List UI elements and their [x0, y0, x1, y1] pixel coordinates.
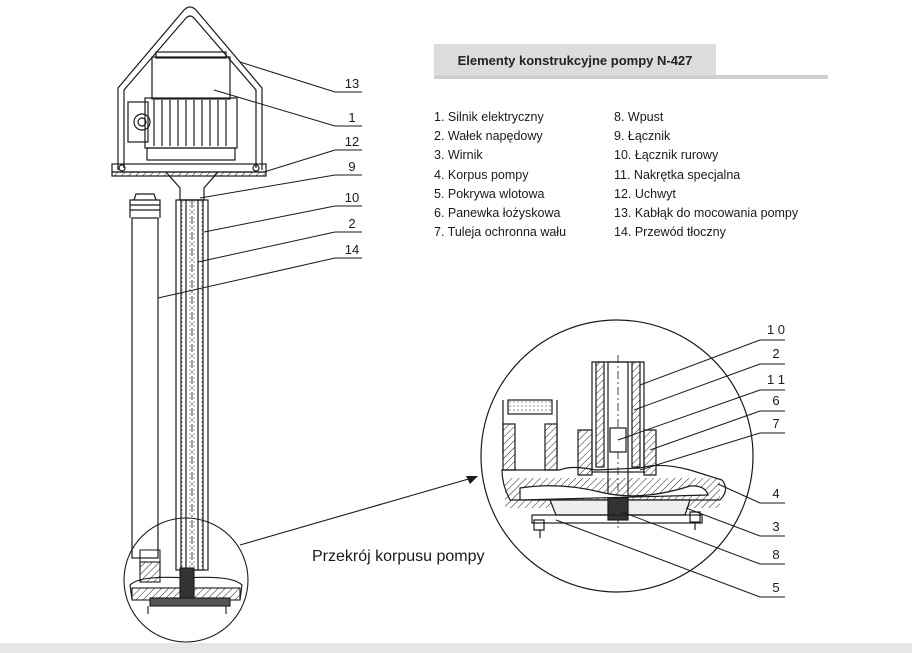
- list-item: 9. Łącznik: [614, 129, 671, 144]
- callout-9: 9: [348, 159, 355, 174]
- pump-body-section-detail: [480, 319, 754, 593]
- callout-12: 12: [345, 134, 359, 149]
- pump-main-view: [111, 6, 267, 590]
- list-item: 5. Pokrywa wlotowa: [434, 186, 545, 201]
- legend-title: Elementy konstrukcyjne pompy N-427: [434, 44, 716, 78]
- list-item: 2. Wałek napędowy: [434, 129, 543, 144]
- parts-list-left: 1. Silnik elektryczny 2. Wałek napędowy …: [434, 108, 566, 242]
- list-item: 13. Kabłąk do mocowania pompy: [614, 206, 799, 221]
- detail-callout-8: 8: [772, 547, 779, 562]
- detail-callout-5: 5: [772, 580, 779, 595]
- list-item: 8. Wpust: [614, 110, 664, 124]
- list-item: 7. Tuleja ochronna wału: [434, 225, 567, 240]
- detail-callout-leaders: [555, 339, 785, 598]
- detail-callout-6: 6: [772, 393, 779, 408]
- detail-callout-2: 2: [772, 346, 779, 361]
- callout-13: 13: [345, 76, 359, 91]
- section-caption: Przekrój korpusu pompy: [312, 548, 485, 565]
- detail-callout-7: 7: [772, 416, 779, 431]
- detail-callout-3: 3: [772, 519, 779, 534]
- footer-bar: [0, 643, 912, 653]
- legend-title-underline: [434, 75, 828, 79]
- callout-1: 1: [348, 110, 355, 125]
- list-item: 14. Przewód tłoczny: [614, 225, 726, 240]
- parts-list-right: 8. Wpust 9. Łącznik 10. Łącznik rurowy 1…: [614, 108, 798, 242]
- list-item: 12. Uchwyt: [614, 186, 676, 201]
- motor-guard-bracket: [117, 6, 263, 170]
- detail-callout-10: 1 0: [767, 322, 785, 337]
- detail-connector: [239, 476, 478, 546]
- mounting-plate: [111, 163, 267, 173]
- list-item: 1. Silnik elektryczny: [434, 110, 544, 124]
- list-item: 10. Łącznik rurowy: [614, 148, 719, 163]
- list-item: 6. Panewka łożyskowa: [434, 206, 561, 221]
- pump-base-detail-circle: [123, 517, 249, 643]
- callout-10: 10: [345, 190, 359, 205]
- list-item: 11. Nakrętka specjalna: [614, 167, 741, 182]
- list-item: 4. Korpus pompy: [434, 167, 529, 182]
- callout-14: 14: [345, 242, 359, 257]
- callout-2: 2: [348, 216, 355, 231]
- discharge-pipe: [129, 193, 161, 559]
- main-callout-leaders: [157, 61, 362, 299]
- main-callout-numbers: 13 1 12 9 10 2 14: [345, 76, 359, 257]
- detail-callout-4: 4: [772, 486, 779, 501]
- electric-motor: [127, 51, 238, 161]
- detail-callout-11: 1 1: [767, 372, 785, 387]
- detail-callout-numbers: 1 0 2 1 1 6 7 4 3 8 5: [767, 322, 785, 595]
- pump-column-shaft: [175, 199, 209, 590]
- list-item: 3. Wirnik: [434, 148, 483, 163]
